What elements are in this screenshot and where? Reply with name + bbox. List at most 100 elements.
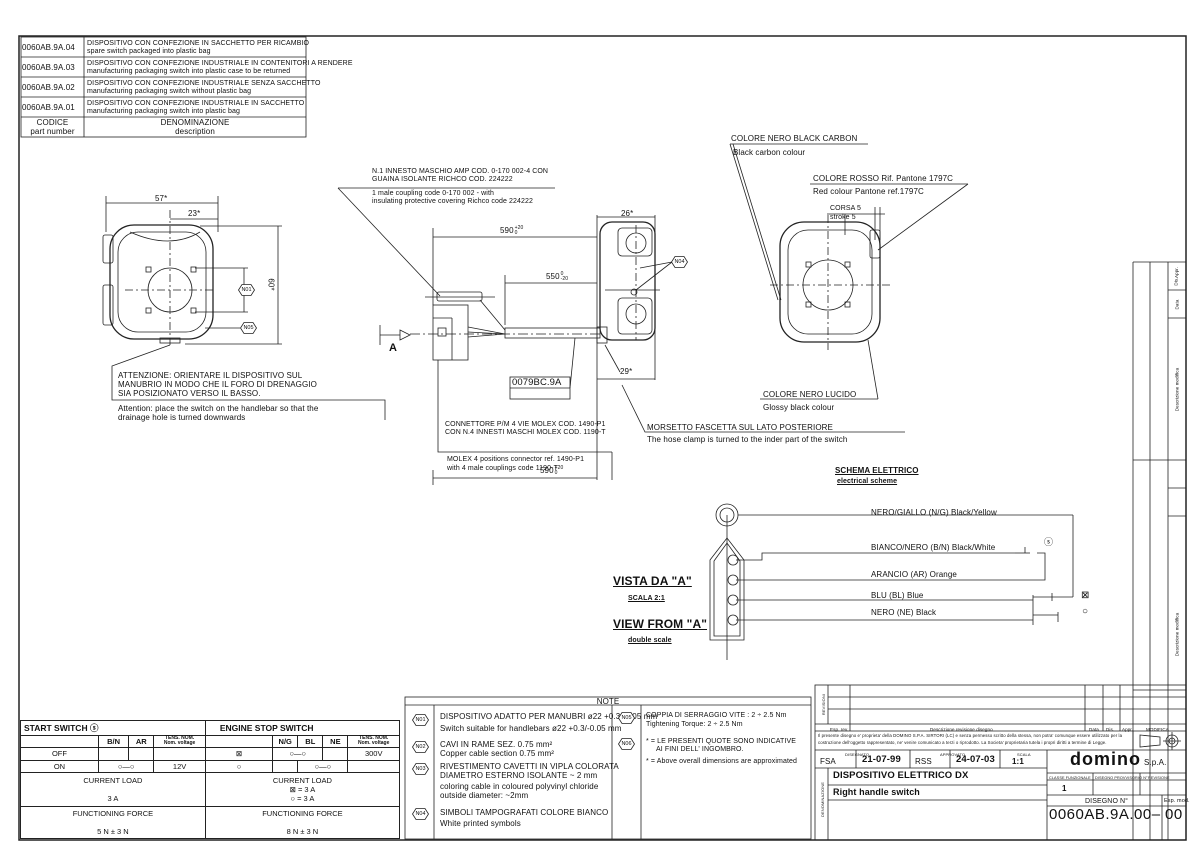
strip-label: Dis.: [1173, 277, 1179, 286]
class-label: CLASSE FUNZIONALE: [1049, 776, 1091, 780]
note-text: * = LE PRESENTI QUOTE SONO INDICATIVE: [646, 738, 797, 745]
dim-26: 26*: [621, 209, 634, 218]
voltage-header: TENS. NOM.Nom. voltage: [153, 734, 206, 749]
stop-voltage: [347, 759, 400, 774]
view-arrow-label: A: [389, 342, 398, 354]
note-text: SIMBOLI TAMPOGRAFATI COLORE BIANCO: [440, 808, 609, 817]
wire-label: BLU (BL) Blue: [871, 591, 924, 600]
header-code-en: part number: [30, 127, 75, 136]
copyright-notice: Il presente disegno e' proprieta' della …: [818, 733, 1123, 745]
note-text: DISPOSITIVO ADATTO PER MANUBRI ø22 +0.3/…: [440, 712, 658, 721]
drawing-number: 0060AB.9A.00–: [1049, 806, 1161, 823]
part-desc-it: DISPOSITIVO CON CONFEZIONE INDUSTRIALE I…: [87, 60, 353, 67]
note-text: AI FINI DELL' INGOMBRO.: [656, 746, 744, 753]
wire-label: BIANCO/NERO (B/N) Black/White: [871, 543, 996, 552]
schema-title-it: SCHEMA ELETTRICO: [835, 466, 919, 475]
note-text: * = Above overall dimensions are approxi…: [646, 758, 798, 765]
contact-bl-ne: ○—○: [297, 759, 349, 774]
rev-header: Data: [1089, 727, 1099, 732]
part-desc-en: manufacturing packaging switch into plas…: [87, 108, 240, 115]
stroke-en: stroke 5: [830, 214, 856, 221]
strip-label: Appr.: [1174, 266, 1180, 279]
notes-box-grid: [404, 696, 812, 840]
part-desc-en: manufacturing packaging switch without p…: [87, 88, 252, 95]
col-ng: N/G: [272, 734, 299, 749]
note-tag: N06: [618, 738, 635, 750]
clamp-en: The hose clamp is turned to the inder pa…: [647, 435, 848, 444]
dim-offset: 23*: [188, 209, 201, 218]
header-code-it: CODICE: [36, 118, 69, 127]
part-code: 0060AB.9A.03: [22, 63, 75, 72]
run-symbol-icon: ○: [1082, 606, 1089, 617]
attention-it: SIA POSIZIONATO VERSO IL BASSO.: [118, 389, 261, 398]
drawing-no-label: DISEGNO N°: [1085, 798, 1129, 805]
start-switch-title: START SWITCH: [24, 722, 88, 733]
attention-it: ATTENZIONE: ORIENTARE IL DISPOSITIVO SUL: [118, 371, 303, 380]
connector-it: CONNETTORE P/M 4 VIE MOLEX COD. 1490-P1: [445, 421, 606, 428]
denomination-label: DENOMINAZIONE: [820, 781, 826, 818]
view-title-en: VIEW FROM "A": [613, 617, 708, 631]
note-tag: N05: [618, 712, 635, 724]
side-strip-grid: [1132, 261, 1186, 840]
parts-table-grid: [20, 36, 307, 138]
note-tag-n05: N05: [240, 322, 257, 334]
note-tag: N02: [412, 741, 429, 753]
stop-symbol-icon: ⊠: [1081, 590, 1090, 601]
view-title-it: VISTA DA "A": [613, 574, 692, 588]
strip-label: Data: [1174, 299, 1180, 310]
glossy-colour-en: Glossy black colour: [763, 403, 835, 412]
drawing-title-it: DISPOSITIVO ELETTRICO DX: [833, 770, 969, 781]
approved-by: RSS: [915, 757, 932, 766]
note-tag-n01: N01: [238, 284, 255, 296]
dim-width: 57*: [155, 194, 168, 203]
contact-bn-ar: ○—○: [97, 759, 155, 774]
drawing-title-en: Right handle switch: [833, 787, 920, 797]
col-bn: B/N: [97, 734, 130, 749]
state-on: ON: [20, 759, 99, 774]
scale-value: 1:1: [1012, 757, 1024, 766]
schema-title-en: electrical scheme: [837, 478, 898, 485]
header-desc-it: DENOMINAZIONE: [160, 118, 230, 127]
drawn-label: DISEGNATO: [845, 752, 870, 757]
front-view-drawing: [102, 196, 386, 420]
part-desc-it: DISPOSITIVO CON CONFEZIONE INDUSTRIALE I…: [87, 100, 305, 107]
strip-label: Descrizione modifica: [1174, 367, 1180, 412]
coupling-it: GUAINA ISOLANTE RICHCO COD. 224222: [372, 176, 513, 183]
part-desc-en: spare switch packaged into plastic bag: [87, 48, 211, 55]
contact-ng-bl: ○—○: [272, 747, 324, 761]
view-scale-en: double scale: [628, 637, 672, 644]
coupling-en: insulating protective covering Richco co…: [372, 198, 533, 205]
rev-header: Descrizione revisione disegno: [930, 727, 993, 732]
clamp-it: MORSETTO FASCETTA SUL LATO POSTERIORE: [647, 423, 833, 432]
connector-en: with 4 male couplings code 1190-T: [447, 465, 558, 472]
notes-title: NOTE: [596, 697, 620, 706]
class-value: 1: [1062, 784, 1067, 793]
cable-label: 0079BC.9A: [512, 377, 562, 388]
coupling-it: N.1 INNESTO MASCHIO AMP COD. 0-170 002-4…: [372, 168, 549, 175]
stop-current: CURRENT LOAD⊠ = 3 A○ = 3 A: [204, 772, 401, 808]
start-voltage: [153, 747, 206, 761]
rev-header: Esp. rev.: [830, 727, 849, 732]
glossy-colour-it: COLORE NERO LUCIDO: [763, 390, 857, 399]
part-code: 0060AB.9A.02: [22, 83, 75, 92]
start-voltage: 12V: [153, 759, 206, 774]
voltage-header: TENS. NOM.Nom. voltage: [347, 734, 400, 749]
note-text: coloring cable in coloured polyvinyl chl…: [440, 782, 599, 791]
title-block-grid: [814, 684, 1187, 841]
connector-it: CON N.4 INNESTI MASCHI MOLEX COD. 1190-T: [445, 429, 606, 436]
dim-29: 29*: [620, 367, 633, 376]
note-text: RIVESTIMENTO CAVETTI IN VIPLA COLORATA: [440, 762, 619, 771]
part-desc-en: manufacturing packaging switch into plas…: [87, 68, 291, 75]
part-code: 0060AB.9A.04: [22, 43, 75, 52]
stop-switch-title: ENGINE STOP SWITCH: [204, 720, 401, 736]
part-code: 0060AB.9A.01: [22, 103, 75, 112]
red-colour-it: COLORE ROSSO Rif. Pantone 1797C: [813, 174, 954, 183]
part-desc-it: DISPOSITIVO CON CONFEZIONE IN SACCHETTO …: [87, 40, 310, 47]
sheet-frame: [18, 35, 1187, 841]
